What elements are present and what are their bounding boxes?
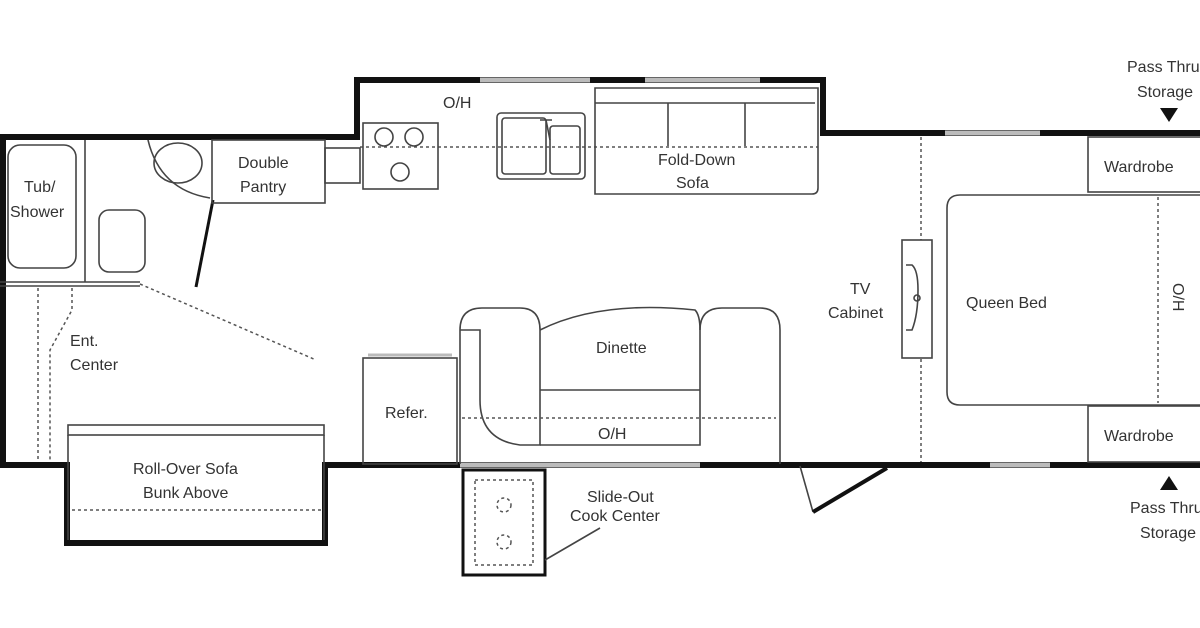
bathroom-door[interactable]: [194, 199, 215, 288]
kitchen-overhead-label: O/H: [443, 95, 471, 112]
queen-bed-label: Queen Bed: [966, 295, 1047, 312]
burner-icon: [374, 127, 394, 147]
wardrobe-label: Wardrobe: [1104, 159, 1174, 176]
arrow-down-icon: [1160, 108, 1178, 122]
tub-shower-label: Shower: [10, 204, 65, 221]
arrow-up-icon: [1160, 476, 1178, 490]
slide-out-cook-center: Slide-Out Cook Center: [461, 468, 660, 577]
wardrobe-bottom: [1087, 405, 1200, 463]
refrigerator: Refer.: [362, 353, 458, 465]
pass-thru-storage-bottom: Pass Thru Storage: [1130, 476, 1200, 542]
exterior-walls: [0, 77, 1200, 546]
fold-down-sofa-label: Sofa: [676, 175, 709, 192]
fold-down-sofa: Fold-Down Sofa: [594, 87, 819, 195]
burner-icon: [496, 497, 512, 513]
tv-cabinet-label: Cabinet: [828, 305, 884, 322]
pass-thru-storage-label: Storage: [1137, 84, 1193, 101]
entry-door[interactable]: [799, 465, 889, 514]
burner-icon: [404, 127, 424, 147]
sink-basin-icon: [153, 142, 203, 184]
fold-down-sofa-label: Fold-Down: [658, 152, 735, 169]
double-pantry-label: Pantry: [240, 179, 286, 196]
ent-center-label: Center: [70, 357, 119, 374]
bathroom: Tub/ Shower: [0, 139, 317, 361]
kitchen-sink: [496, 112, 586, 180]
refer-label: Refer.: [385, 405, 428, 422]
burner-icon: [496, 534, 512, 550]
pass-thru-storage-top: Pass Thru Storage: [1127, 59, 1200, 122]
pass-thru-storage-label: Pass Thru: [1130, 500, 1200, 517]
roll-over-sofa-label: Bunk Above: [143, 485, 229, 502]
double-pantry: Double Pantry: [211, 139, 326, 204]
wardrobe-label: Wardrobe: [1104, 428, 1174, 445]
ent-center-label: Ent.: [70, 333, 98, 350]
dinette: Dinette O/H: [459, 306, 781, 464]
dinette-label: Dinette: [596, 340, 647, 357]
tub-shower-label: Tub/: [24, 179, 56, 196]
bed-overhead-label: O/H: [1169, 283, 1186, 311]
tv-cabinet-label: TV: [850, 281, 871, 298]
pass-thru-storage-label: Storage: [1140, 525, 1196, 542]
bedroom: Queen Bed O/H Wardrobe Wardrobe: [946, 136, 1200, 463]
ent-center: Ent. Center: [37, 288, 119, 460]
toilet: [98, 209, 146, 273]
queen-bed: [946, 194, 1200, 406]
bathroom-sink: [147, 139, 211, 199]
wardrobe-top: [1087, 136, 1200, 193]
tv-cabinet: TV Cabinet: [828, 137, 933, 462]
cook-center-label: Slide-Out: [587, 489, 654, 506]
cook-center-label: Cook Center: [570, 508, 660, 525]
pass-thru-storage-label: Pass Thru: [1127, 59, 1200, 76]
dinette-overhead-label: O/H: [598, 426, 626, 443]
burner-icon: [390, 162, 410, 182]
double-pantry-label: Double: [238, 155, 289, 172]
faucet-icon: [540, 119, 552, 141]
roll-over-sofa-label: Roll-Over Sofa: [133, 461, 238, 478]
tub-shower: [7, 144, 77, 269]
stove: [362, 122, 439, 190]
roll-over-sofa: Roll-Over Sofa Bunk Above: [67, 424, 325, 540]
kitchen: O/H: [324, 95, 818, 190]
